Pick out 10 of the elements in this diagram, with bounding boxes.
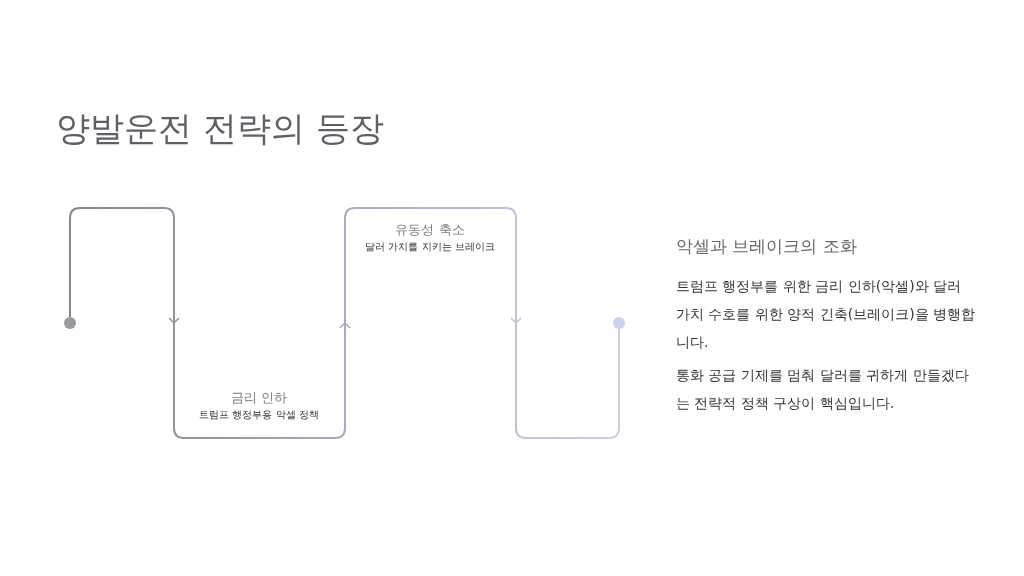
slide-title: 양발운전 전략의 등장 <box>56 107 384 150</box>
step-heading: 유동성 축소 <box>395 221 465 239</box>
step-description: 달러 가치를 지키는 브레이크 <box>365 240 495 254</box>
path-endpoint-dot <box>64 317 76 329</box>
step-description: 트럼프 행정부용 악셀 정책 <box>199 408 319 422</box>
step-heading: 금리 인하 <box>230 389 288 407</box>
paragraph: 통화 공급 기제를 멈춰 달러를 귀하게 만들겠다는 전략적 정책 구상이 핵심입니다. <box>676 366 970 413</box>
paragraph: 트럼프 행정부를 위한 금리 인하(악셀)와 달러 가치 수호를 위한 양적 긴축(브레이크)을 병행합니다. <box>676 277 976 352</box>
path-endpoint-dot <box>613 317 625 329</box>
section-heading: 악셀과 브레이크의 조화 <box>676 235 857 258</box>
